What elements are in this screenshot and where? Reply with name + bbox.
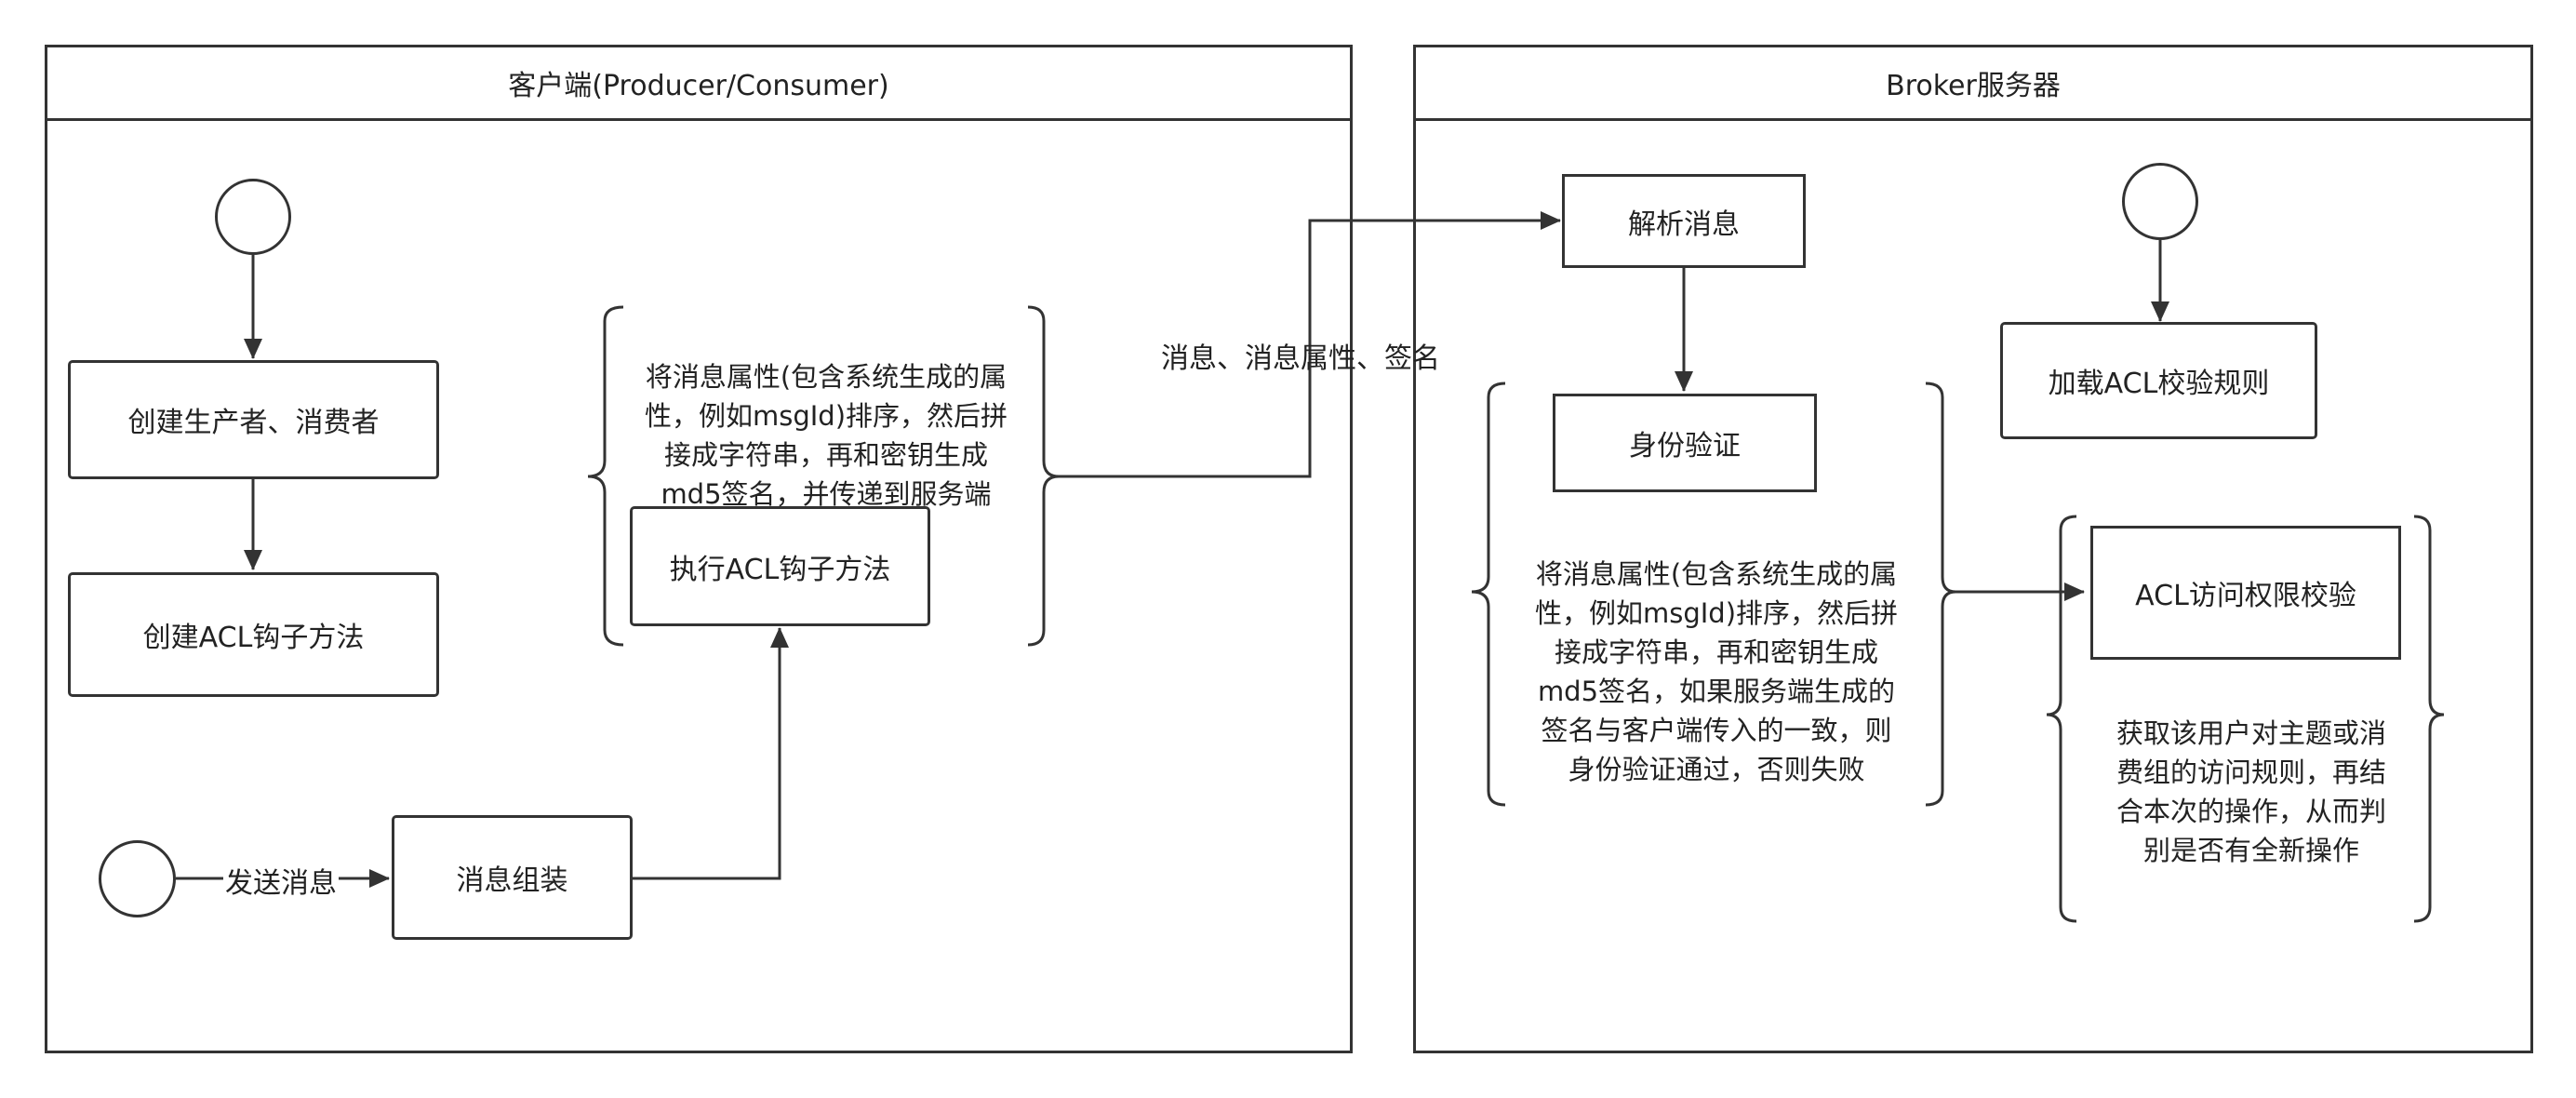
acl-permission-check-node: ACL访问权限校验 bbox=[2090, 526, 2401, 660]
create-producer-consumer-node: 创建生产者、消费者 bbox=[68, 360, 439, 479]
broker-lane-title: Broker服务器 bbox=[1416, 47, 2530, 121]
brace-client-left bbox=[587, 305, 624, 647]
send-message-label: 发送消息 bbox=[223, 860, 339, 901]
edge-assemble-to-execute bbox=[633, 627, 789, 880]
brace-acl-right bbox=[2413, 515, 2445, 923]
client-start-node bbox=[215, 179, 291, 255]
create-acl-hook-node: 创建ACL钩子方法 bbox=[68, 572, 439, 697]
brace-client-right bbox=[1027, 305, 1060, 647]
execute-acl-hook-node: 执行ACL钩子方法 bbox=[630, 506, 930, 626]
broker-start-node bbox=[2122, 163, 2198, 240]
message-props-signature-label: 消息、消息属性、签名 bbox=[1161, 342, 1440, 375]
brace-identity-left bbox=[1471, 382, 1506, 807]
brace-acl-left bbox=[2046, 515, 2077, 923]
client-sign-note: 将消息属性(包含系统生成的属 性，例如msgId)排序，然后拼 接成字符串，再和… bbox=[644, 361, 1008, 510]
send-start-node bbox=[99, 840, 176, 917]
broker-acl-note: 获取该用户对主题或消 费组的访问规则，再结 合本次的操作，从而判 别是否有全新操… bbox=[2116, 717, 2386, 866]
parse-message-node: 解析消息 bbox=[1562, 174, 1806, 268]
assemble-message-node: 消息组装 bbox=[392, 815, 633, 940]
client-lane-title: 客户端(Producer/Consumer) bbox=[47, 47, 1350, 121]
broker-verify-note: 将消息属性(包含系统生成的属 性，例如msgId)排序，然后拼 接成字符串，再和… bbox=[1534, 558, 1899, 785]
edge-client-to-parse bbox=[1059, 211, 1561, 478]
identity-verification-node: 身份验证 bbox=[1553, 394, 1817, 492]
load-acl-rules-node: 加载ACL校验规则 bbox=[2000, 322, 2317, 439]
brace-identity-right bbox=[1925, 382, 1956, 807]
